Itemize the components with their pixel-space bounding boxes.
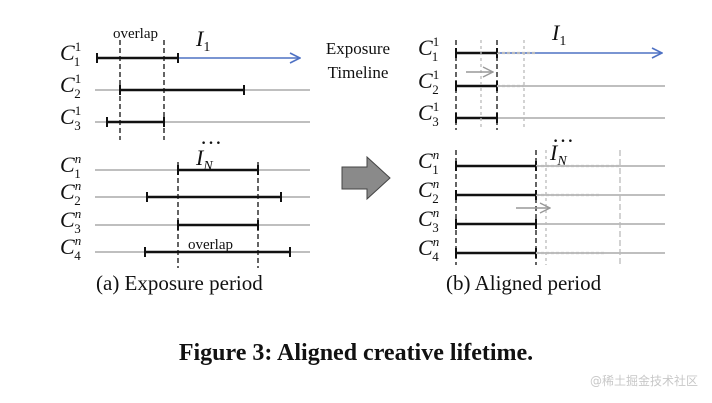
aligned-impression-1-label: I1 [551, 20, 566, 49]
aligned-bar-c2-n [455, 190, 600, 200]
dots-label: … [200, 124, 222, 149]
caption-aligned-period: (b) Aligned period [446, 271, 602, 295]
exposure-bar-c2-1 [119, 85, 245, 95]
watermark: @稀土掘金技术社区 [589, 374, 698, 388]
aligned-impression-n-label: IN [549, 140, 567, 169]
impression-n-label: IN [195, 145, 213, 174]
aligned-dots-label: … [552, 122, 574, 147]
impression-1-label: I1 [195, 26, 210, 55]
exposure-bar-c1-1 [96, 53, 179, 63]
exposure-bar-c1-n [177, 165, 259, 175]
exposure-bar-c2-n [146, 192, 282, 202]
exposure-bar-c3-n [177, 220, 259, 230]
timeline-label-line1: Exposure [326, 39, 390, 58]
figure-caption: Figure 3: Aligned creative lifetime. [178, 340, 534, 366]
transform-arrow-icon [341, 155, 391, 201]
aligned-bar-c3-n [455, 219, 537, 229]
overlap-label-top: overlap [113, 26, 158, 42]
timeline-label-line2: Timeline [328, 63, 389, 82]
overlap-label-bottom: overlap [188, 237, 233, 253]
exposure-bar-c3-1 [106, 117, 165, 127]
aligned-bar-c4-n [455, 248, 604, 258]
exposure-bar-c4-n [144, 247, 291, 257]
aligned-bar-c2-1 [455, 81, 524, 91]
figure-caption-wrap: Figure 3: Aligned creative lifetime. [0, 340, 712, 367]
caption-exposure-period: (a) Exposure period [96, 271, 263, 295]
aligned-bar-c3-1 [455, 113, 498, 123]
